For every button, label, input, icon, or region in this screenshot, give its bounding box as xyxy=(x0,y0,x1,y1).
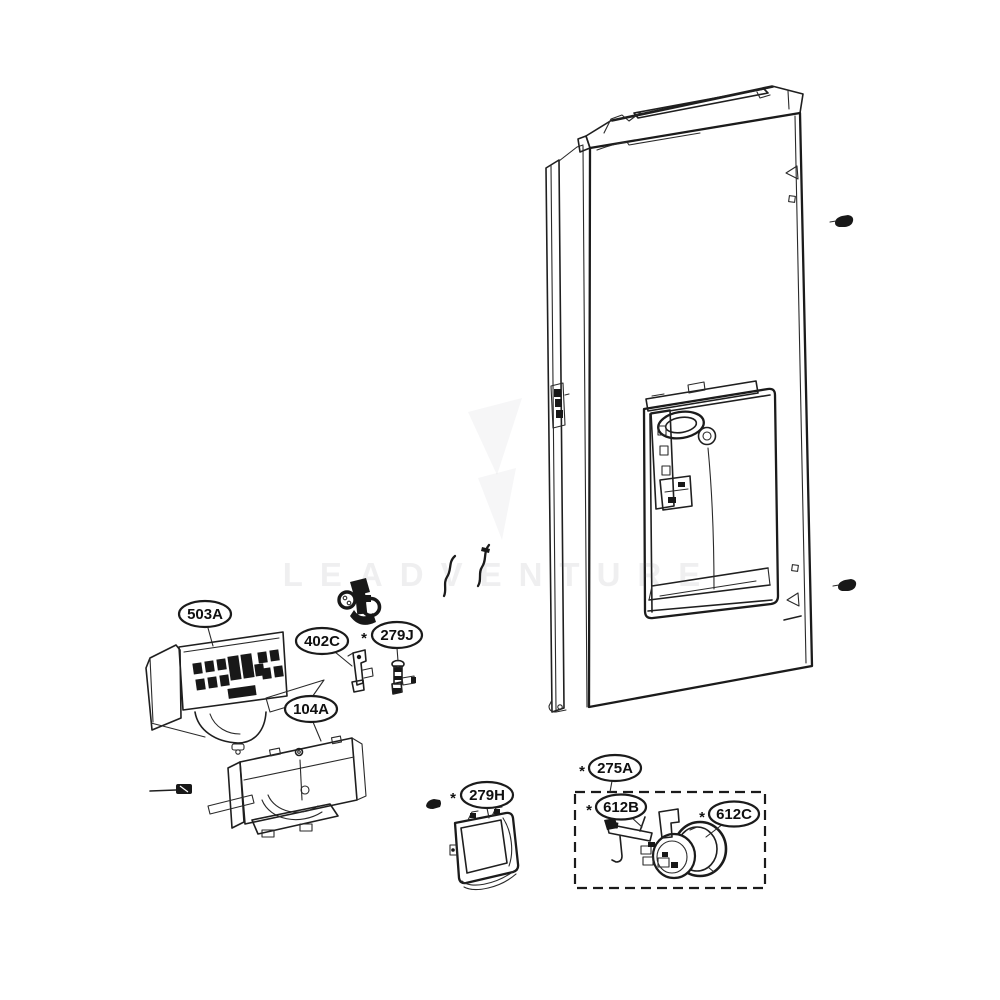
callout-612C-asterisk: * xyxy=(699,809,705,826)
dispenser-recess xyxy=(642,387,780,620)
water-tubes xyxy=(442,543,491,598)
callout-275A-text: 275A xyxy=(597,760,633,777)
ice-chute-mechanism xyxy=(645,380,759,590)
callout-279J-asterisk: * xyxy=(361,630,367,647)
callout-275A-asterisk: * xyxy=(579,763,585,780)
callout-612B[interactable]: 612B * xyxy=(586,793,648,828)
callout-503A-text: 503A xyxy=(187,606,223,623)
callout-402C-text: 402C xyxy=(304,633,340,650)
callout-612C[interactable]: 612C * xyxy=(699,800,761,838)
motor-kit-group-275A xyxy=(573,790,767,890)
callout-104A-text: 104A xyxy=(293,701,329,718)
watermark: LEADVENTURE xyxy=(283,398,718,593)
part-chute-door-279H xyxy=(426,799,520,891)
callout-279H[interactable]: 279H * xyxy=(450,780,515,819)
callout-279H-asterisk: * xyxy=(450,790,456,807)
door-hinge-detail xyxy=(550,382,570,429)
watermark-text: LEADVENTURE xyxy=(283,556,718,593)
callout-104A[interactable]: 104A xyxy=(283,694,339,742)
dispenser-lever-assembly xyxy=(337,578,382,625)
door-plug-screws xyxy=(829,215,857,591)
part-tube-fitting-279J xyxy=(391,659,416,695)
part-lever-612B xyxy=(604,816,653,863)
part-geared-motor-612C xyxy=(640,808,728,880)
mounting-screw xyxy=(149,784,192,794)
callout-279H-text: 279H xyxy=(469,787,505,804)
callout-612B-asterisk: * xyxy=(586,802,592,819)
callout-279J-text: 279J xyxy=(380,627,413,644)
callout-275A[interactable]: 275A * xyxy=(579,753,643,793)
door-alignment-marks xyxy=(783,165,802,621)
callout-612B-text: 612B xyxy=(603,799,639,816)
part-display-assembly-503A xyxy=(145,631,325,755)
callout-402C[interactable]: 402C xyxy=(294,626,353,667)
callout-279J[interactable]: 279J * xyxy=(361,620,424,662)
callout-503A[interactable]: 503A xyxy=(177,599,233,647)
callout-612C-text: 612C xyxy=(716,806,752,823)
part-bracket-402C xyxy=(347,649,374,693)
part-dispenser-housing-104A xyxy=(207,735,367,838)
refrigerator-door-drawing xyxy=(545,85,857,713)
display-buttons xyxy=(192,649,284,699)
